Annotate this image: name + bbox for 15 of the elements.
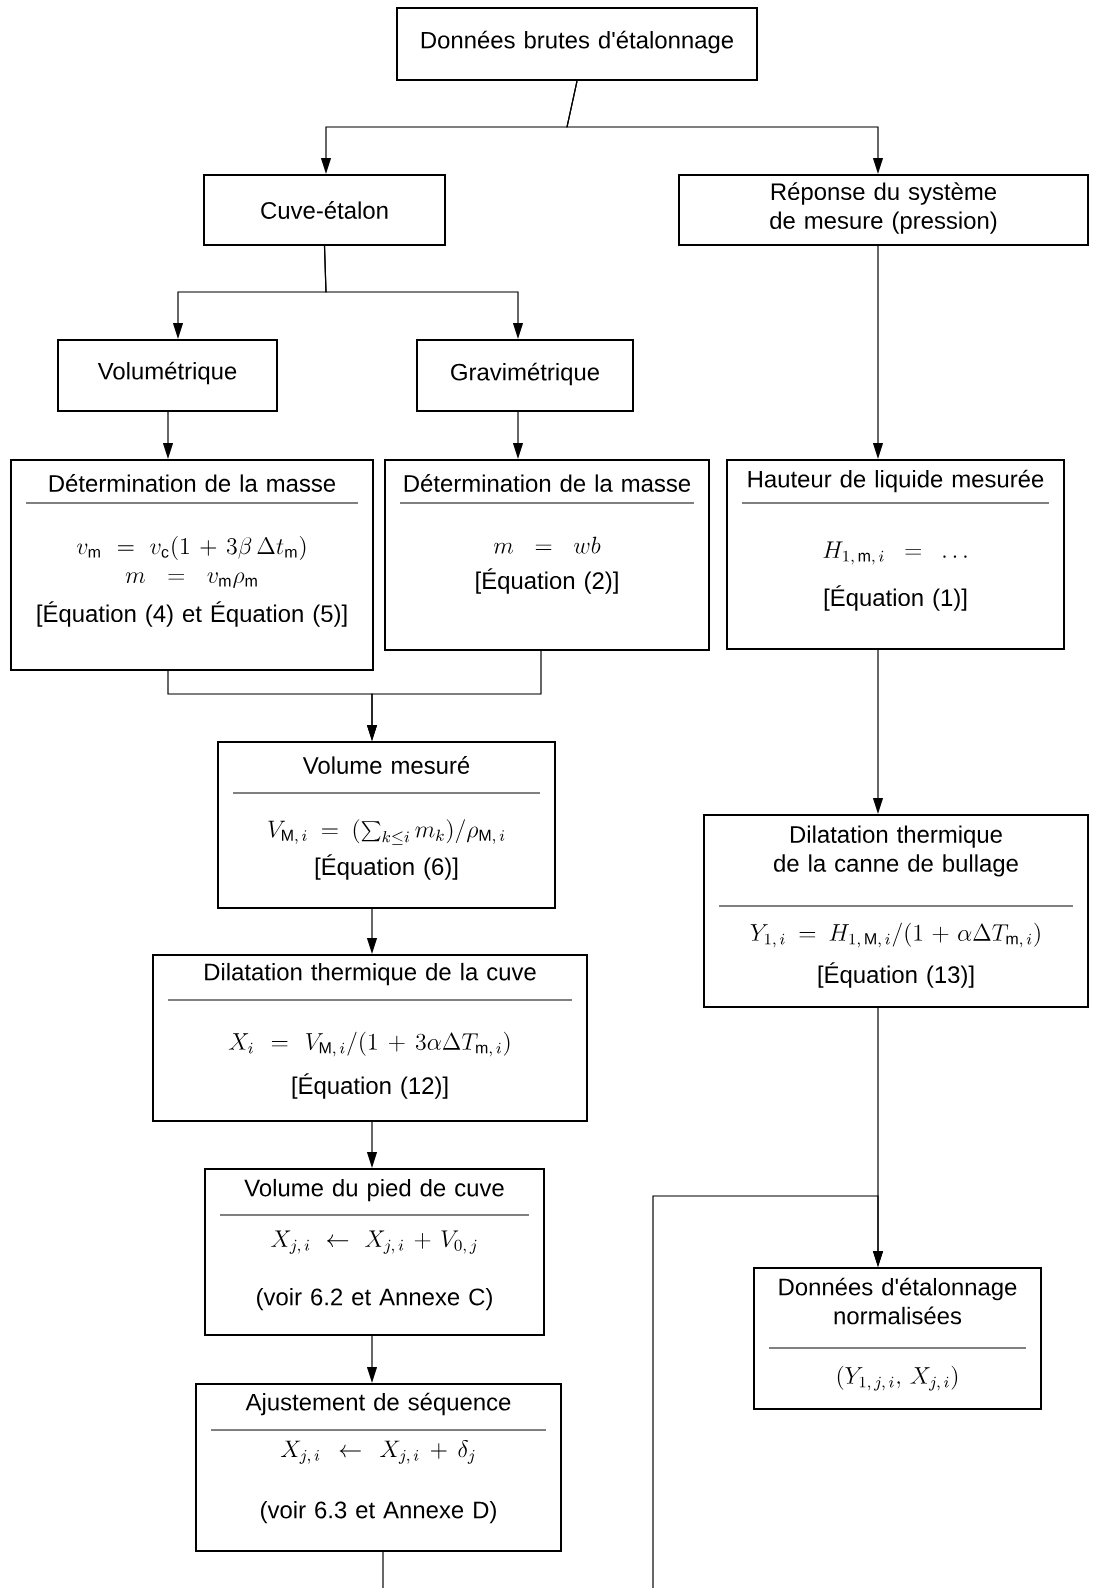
process-box: Réponse du système de mesure (pression) bbox=[678, 174, 1089, 246]
process-box: Détermination de la masse $m = wb$ [Équation (2)] bbox=[384, 459, 710, 651]
process-box: Volume mesuré $V_{\mathrm{M},\,i} = (\textstyle\sum_{k\le i} m_k)/\rho_{\mathrm{M},\,i}$ [Équation (6)] bbox=[217, 741, 556, 909]
process-box: Dilatation thermique de la canne de bullage $Y_{1,\,i} = H_{1,\,\mathrm{M},\,i}/(1 + \alpha\Delta T_{\mathrm{m},\,i})$ [Équation (13)] bbox=[703, 814, 1089, 1008]
process-box: Détermination de la masse $v_{\mathrm{m}} = v_{\mathrm{c}}(1 + 3\beta\,\Delta t_{\mathrm{m}})$ $m = v_{\mathrm{m}}\rho_{\mathrm{m}}$ [Équation (4) et Équation (5)] bbox=[10, 459, 374, 671]
process-box: Données brutes d'étalonnage bbox=[396, 7, 758, 81]
process-box: Dilatation thermique de la cuve $X_i = V_{\mathrm{M},\,i}/(1 + 3\alpha\Delta T_{\mathrm{m},\,i})$ [Équation (12)] bbox=[152, 954, 588, 1122]
process-box: Volume du pied de cuve $X_{j,\,i} \leftarrow X_{j,\,i} + V_{0,\,j}$ (voir 6.2 et Annexe C) bbox=[204, 1168, 545, 1336]
process-box: Hauteur de liquide mesurée $H_{1,\,\mathrm{m},\,i} = \ldots$ [Équation (1)] bbox=[726, 459, 1065, 650]
process-box: Volumétrique bbox=[57, 339, 278, 412]
process-box: Ajustement de séquence $X_{j,\,i} \leftarrow X_{j,\,i} + \delta_j$ (voir 6.3 et Annexe D) bbox=[195, 1383, 562, 1552]
arrow bbox=[652, 1195, 884, 1588]
process-box: Cuve-étalon bbox=[203, 174, 446, 246]
process-box: Données d'étalonnage normalisées $(Y_{1,\,j,\,i},\, X_{j,\,i})$ bbox=[753, 1267, 1042, 1410]
process-box: Gravimétrique bbox=[416, 339, 634, 412]
